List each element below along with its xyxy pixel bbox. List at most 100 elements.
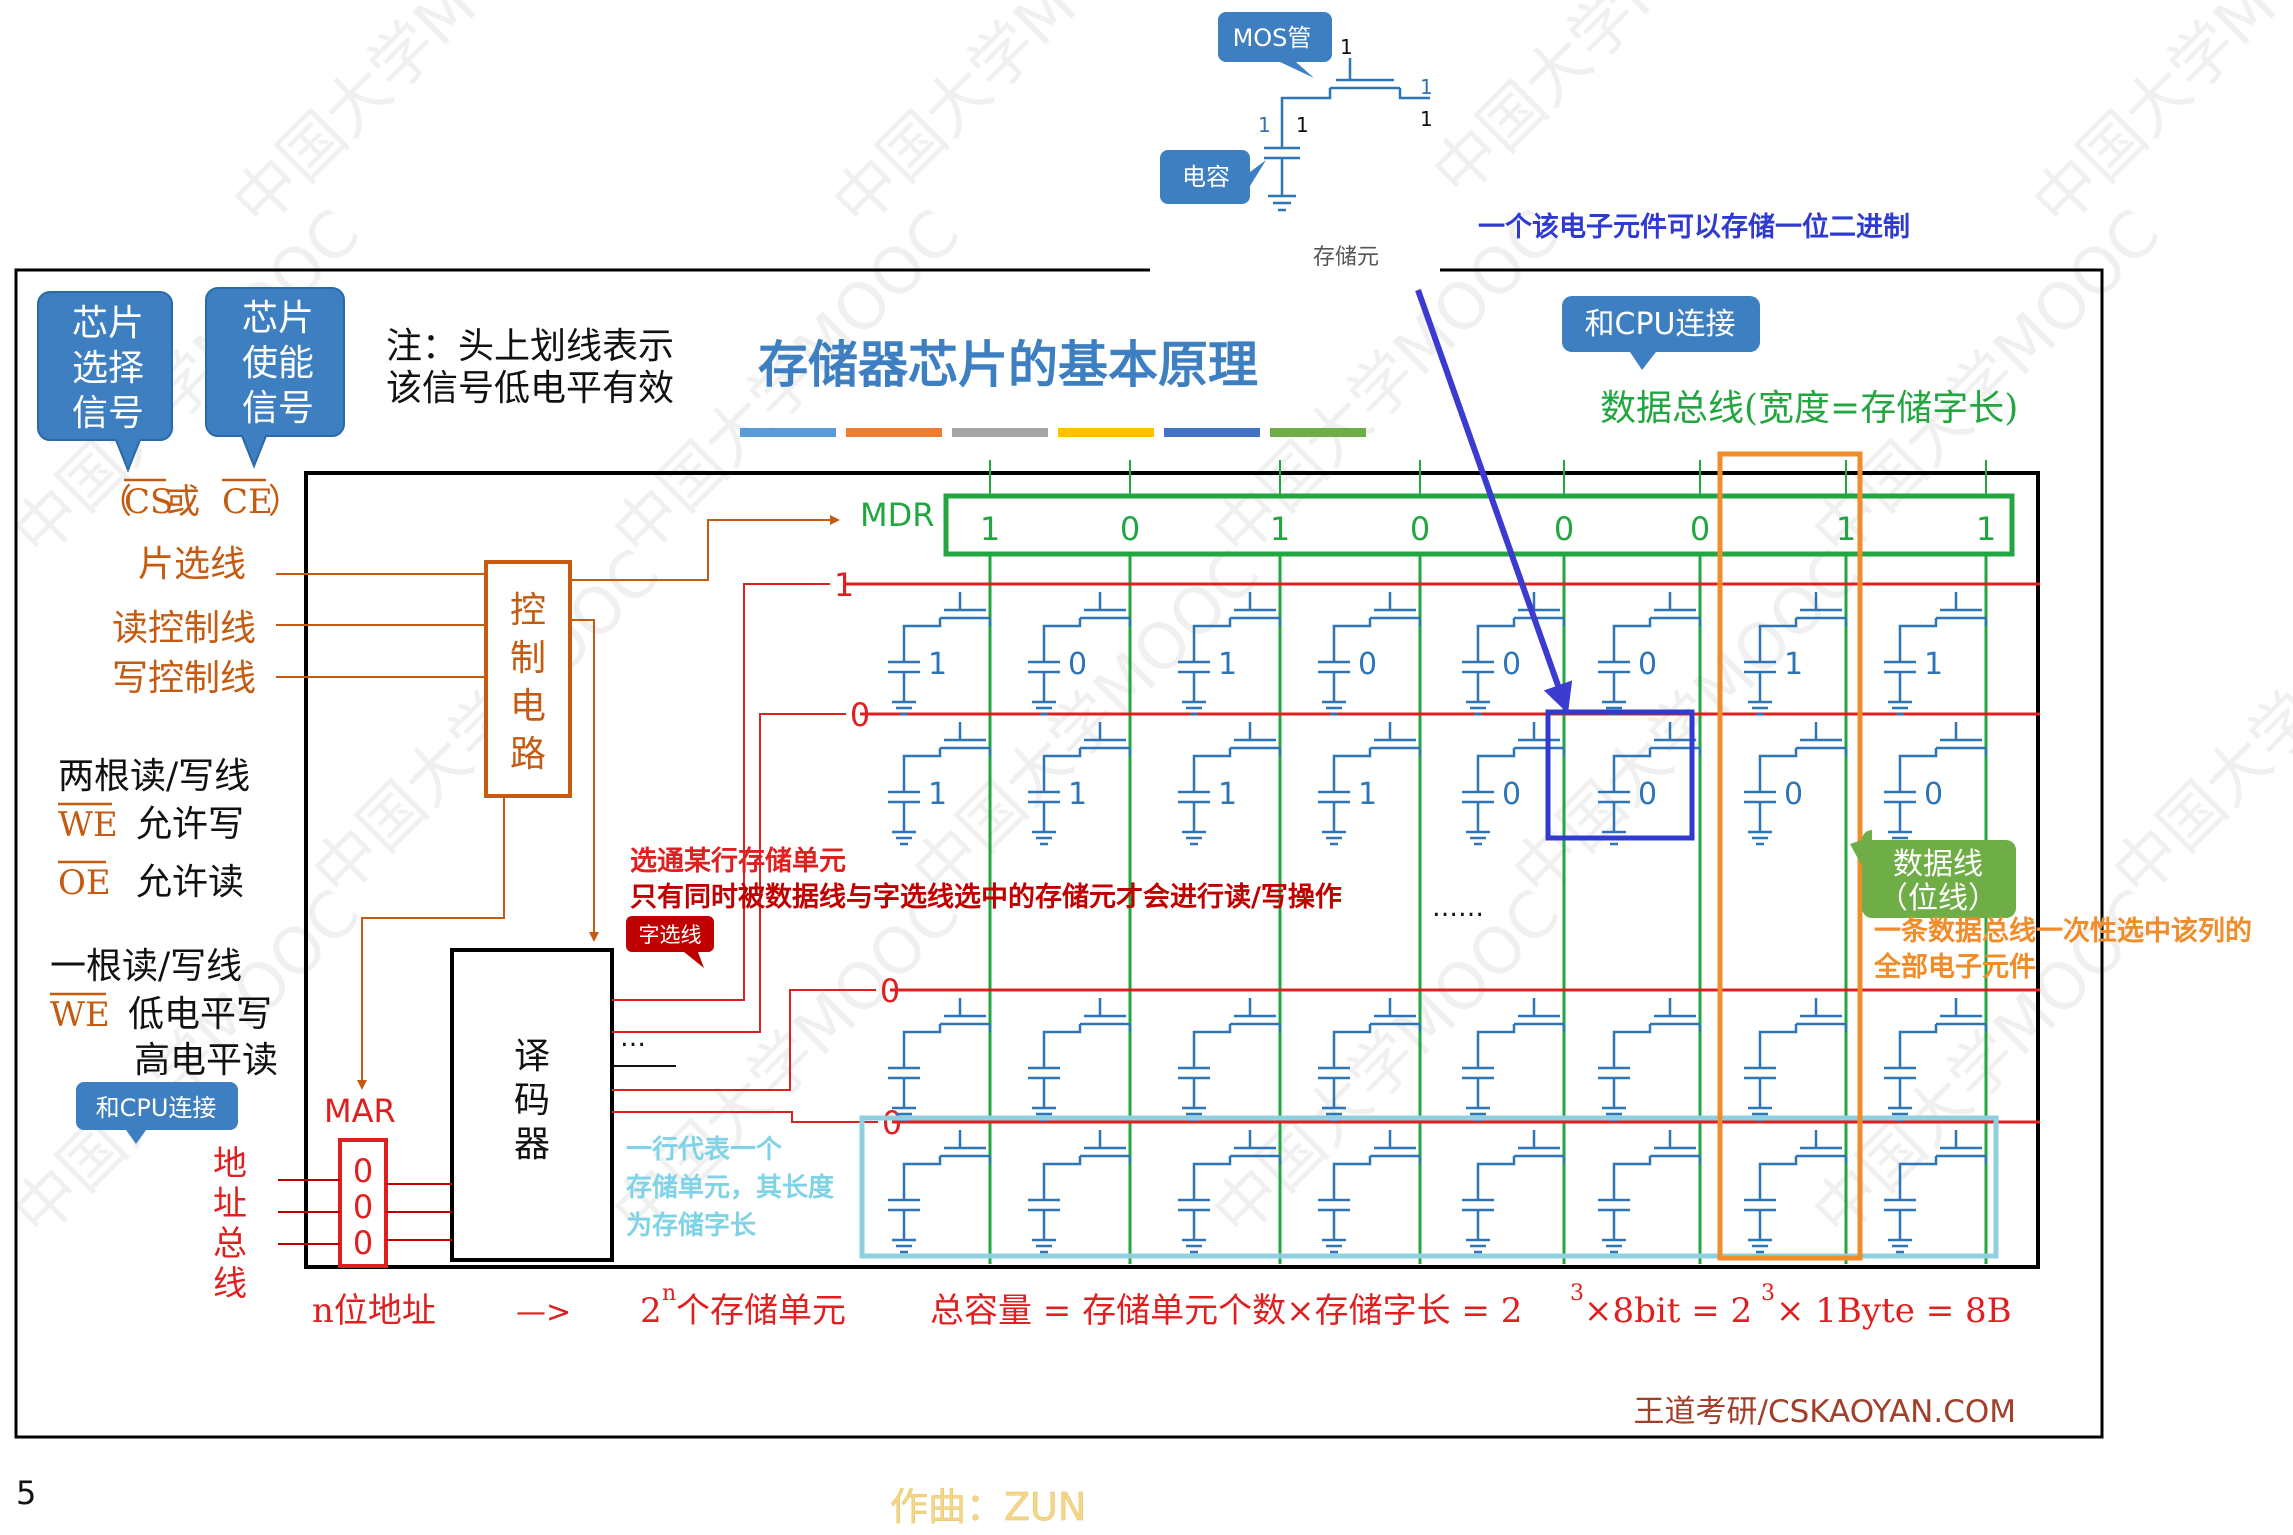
svg-text:0: 0 bbox=[353, 1224, 373, 1262]
we2-low: 低电平写 bbox=[128, 994, 272, 1035]
storage-cell bbox=[1884, 1130, 1988, 1254]
capacity-formula: n位地址 —> 2 n 个存储单元 总容量 = 存储单元个数×存储字长 = 2 … bbox=[312, 1281, 2012, 1331]
storage-cell: 1 bbox=[1744, 592, 1848, 716]
mos-callout: MOS管 bbox=[1218, 12, 1332, 78]
storage-cell bbox=[888, 998, 992, 1122]
data-line-callout: 数据线 （位线） bbox=[1850, 830, 2016, 918]
svg-text:选择: 选择 bbox=[72, 348, 144, 389]
svg-text:2: 2 bbox=[640, 1291, 662, 1331]
chip-box bbox=[304, 471, 2040, 1269]
decoder-output-wire bbox=[612, 713, 846, 1033]
svg-text:× 1Byte = 8B: × 1Byte = 8B bbox=[1776, 1291, 2012, 1331]
svg-text:1: 1 bbox=[1420, 107, 1433, 131]
watermark-text: 中国大学MOOC bbox=[2019, 0, 2293, 241]
chip-enable-callout: 芯片 使能 信号 bbox=[205, 287, 345, 469]
svg-text:址: 址 bbox=[213, 1184, 247, 1224]
storage-cell bbox=[1744, 1130, 1848, 1254]
mdr-bit: 1 bbox=[1836, 510, 1856, 548]
cell-value: 0 bbox=[1784, 777, 1803, 812]
mos-detail: MOS管 电容 1 1 1 1 1 存储元 bbox=[1160, 12, 1433, 270]
svg-text:总: 总 bbox=[213, 1224, 247, 1264]
one-bit-note: 一个该电子元件可以存储一位二进制 bbox=[1478, 211, 1910, 243]
music-credit: 作曲：ZUN bbox=[890, 1485, 1086, 1529]
storage-cell: 0 bbox=[1598, 722, 1702, 846]
svg-text:CS: CS bbox=[124, 482, 173, 522]
svg-text:或: 或 bbox=[166, 482, 200, 522]
svg-text:地: 地 bbox=[213, 1144, 247, 1184]
svg-text:信号: 信号 bbox=[72, 393, 144, 434]
watermark-text: 中国大学MOOC bbox=[2099, 536, 2293, 911]
control-to-decoder-wire bbox=[570, 619, 599, 942]
note-line-2: 该信号低电平有效 bbox=[386, 368, 674, 409]
decoder-box bbox=[450, 948, 614, 1262]
svg-text:路: 路 bbox=[510, 734, 546, 775]
storage-cell: 1 bbox=[888, 592, 992, 716]
storage-cell bbox=[1744, 998, 1848, 1122]
svg-text:0: 0 bbox=[353, 1188, 373, 1226]
watermark-text: 中国大学MOOC bbox=[1199, 876, 1574, 1251]
storage-cell: 0 bbox=[1318, 592, 1422, 716]
decoder-output-wire bbox=[612, 583, 830, 1001]
svg-text:个存储单元: 个存储单元 bbox=[676, 1291, 846, 1331]
cell-value: 1 bbox=[928, 647, 947, 682]
footer-brand: 王道考研/CSKAOYAN.COM bbox=[1634, 1394, 2017, 1430]
we-meaning: 允许写 bbox=[136, 804, 244, 845]
cell-value: 1 bbox=[928, 777, 947, 812]
cell-value: 0 bbox=[1358, 647, 1377, 682]
storage-cell: 1 bbox=[888, 722, 992, 846]
svg-text:电容: 电容 bbox=[1182, 163, 1230, 191]
title-bar-segment bbox=[740, 428, 836, 437]
note-line-1: 注：头上划线表示 bbox=[386, 326, 674, 367]
svg-text:×8bit = 2: ×8bit = 2 bbox=[1584, 1291, 1752, 1331]
we-label: WE bbox=[58, 805, 118, 845]
column-note-2: 全部电子元件 bbox=[1873, 951, 2036, 983]
cell-value: 1 bbox=[1358, 777, 1377, 812]
cpu-link-callout-top: 和CPU连接 bbox=[1562, 296, 1760, 370]
mdr-bit: 1 bbox=[1976, 510, 1996, 548]
svg-text:3: 3 bbox=[1761, 1281, 1775, 1306]
decoder-output-wire bbox=[612, 989, 876, 1091]
decoder-output-wire bbox=[612, 1111, 878, 1123]
decoder-outputs bbox=[612, 583, 878, 1123]
word-lines: 1 0 0 0 bbox=[834, 566, 2040, 1142]
storage-cell: 1 bbox=[1178, 722, 1282, 846]
cell-pointer-arrow bbox=[1415, 288, 1573, 714]
mdr-label: MDR bbox=[860, 496, 934, 534]
watermark-text: 中国大学MOOC bbox=[819, 0, 1194, 241]
svg-text:使能: 使能 bbox=[242, 343, 314, 384]
svg-text:码: 码 bbox=[514, 1080, 550, 1121]
storage-unit-row-highlight bbox=[859, 1115, 1999, 1259]
title-bar-segment bbox=[1058, 428, 1154, 437]
storage-cell bbox=[1178, 1130, 1282, 1254]
mdr-bit: 0 bbox=[1120, 510, 1140, 548]
middle-ellipsis: …… bbox=[1432, 893, 1484, 923]
cell-caption: 存储元 bbox=[1313, 245, 1379, 270]
svg-text:线: 线 bbox=[213, 1264, 247, 1304]
cell-value: 1 bbox=[1784, 647, 1803, 682]
svg-text:控: 控 bbox=[510, 590, 546, 631]
row-select-value: 0 bbox=[880, 972, 900, 1010]
svg-text:芯片: 芯片 bbox=[72, 303, 144, 344]
cell-value: 1 bbox=[1924, 647, 1943, 682]
select-note-2: 只有同时被数据线与字选线选中的存储元才会进行读/写操作 bbox=[630, 881, 1342, 913]
svg-text:制: 制 bbox=[510, 638, 546, 679]
word-line-tag: 字选线 bbox=[626, 916, 714, 968]
storage-cell: 1 bbox=[1884, 592, 1988, 716]
storage-cell: 0 bbox=[1884, 722, 1988, 846]
storage-cell bbox=[1028, 1130, 1132, 1254]
we2-label: WE bbox=[50, 995, 110, 1035]
mar-register bbox=[338, 1138, 388, 1268]
capacitor-callout: 电容 bbox=[1160, 150, 1266, 204]
svg-text:n: n bbox=[662, 1281, 676, 1306]
storage-cell bbox=[1028, 998, 1132, 1122]
svg-text:1: 1 bbox=[1340, 35, 1353, 59]
control-to-mar-wire bbox=[357, 796, 505, 1090]
storage-cell: 0 bbox=[1744, 722, 1848, 846]
decoder-ellipsis: … bbox=[620, 1023, 646, 1053]
watermark-text: 中国大学MOOC bbox=[1419, 0, 1794, 211]
title-bar-segment bbox=[1164, 428, 1260, 437]
storage-cell bbox=[1598, 1130, 1702, 1254]
